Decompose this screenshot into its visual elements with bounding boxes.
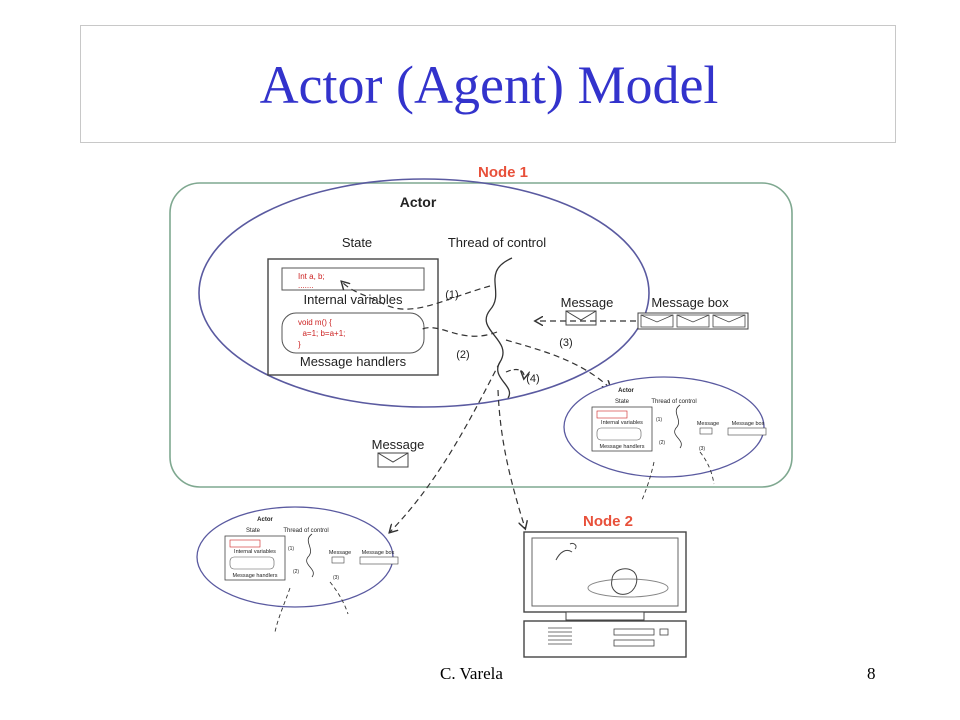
node2-label: Node 2: [583, 513, 633, 530]
mini-left-vars-label: Internal variables: [234, 549, 276, 555]
state-box: [267, 258, 439, 376]
state-label: State: [342, 235, 372, 250]
thread-of-control-label: Thread of control: [448, 235, 546, 250]
message-box-label: Message box: [651, 295, 729, 310]
mini-right-message-label: Message: [697, 421, 719, 427]
step3-arrow: [505, 339, 610, 388]
actor-ellipse: [198, 178, 650, 408]
title-frame: Actor (Agent) Model: [80, 25, 896, 143]
mini-left-state-label: State: [246, 528, 261, 534]
step4-create-arrow: [505, 368, 524, 378]
mini-right-vars-label: Internal variables: [601, 420, 643, 426]
step1-return-dash: [419, 327, 498, 337]
page-number: 8: [867, 664, 876, 683]
thread-squiggle: [485, 257, 513, 399]
to-node2-arrow: [497, 389, 525, 528]
handler-code-box: [281, 312, 425, 354]
handler-code-line3: }: [298, 340, 301, 349]
outgoing-envelope-icon: [377, 452, 409, 468]
mini-right-box-label: Message box: [732, 421, 765, 427]
slide-title: Actor (Agent) Model: [259, 55, 719, 115]
step2-arrow: [390, 361, 501, 532]
internal-variables-label: Internal variables: [304, 292, 403, 307]
mini-left-handlers-label: Message handlers: [233, 573, 278, 579]
node1-label: Node 1: [478, 164, 528, 181]
mini-right-handlers-label: Message handlers: [600, 444, 645, 450]
outgoing-message-label: Message: [372, 437, 425, 452]
mini-right-step3: (3): [699, 446, 705, 452]
incoming-message-label: Message: [561, 295, 614, 310]
mini-right-thread-label: Thread of control: [651, 399, 696, 405]
step4-label: (4): [526, 373, 539, 385]
message-box-queue: [637, 312, 749, 330]
mini-actor-right: Actor State Thread of control Internal v…: [563, 376, 767, 501]
step1-label: (1): [445, 289, 458, 301]
incoming-envelope-icon: [565, 310, 597, 326]
variables-code-line2: .......: [298, 281, 314, 290]
step3-label: (3): [559, 337, 572, 349]
message-handlers-label: Message handlers: [300, 354, 407, 369]
step1-arrow: [342, 282, 491, 310]
mini-actor-left: Actor State Thread of control Internal v…: [196, 506, 399, 633]
mini-left-thread-label: Thread of control: [283, 528, 328, 534]
node2-computer-icon: [523, 531, 687, 658]
mini-right-state-label: State: [615, 399, 630, 405]
handler-code-line1: void m() {: [298, 318, 332, 327]
mini-left-actor-label: Actor: [257, 517, 273, 523]
mini-right-step1: (1): [656, 417, 662, 423]
mini-left-message-label: Message: [329, 550, 351, 556]
step2-label: (2): [456, 349, 469, 361]
mini-right-actor-label: Actor: [618, 388, 634, 394]
mini-left-box-label: Message box: [362, 550, 395, 556]
mini-left-step1: (1): [288, 546, 294, 552]
variables-code-line1: Int a, b;: [298, 272, 325, 281]
handler-code-line2: a=1; b=a+1;: [298, 329, 345, 338]
mini-left-step3: (3): [333, 575, 339, 581]
mini-right-step2: (2): [659, 440, 665, 446]
actor-label: Actor: [400, 194, 437, 210]
mini-left-step2: (2): [293, 569, 299, 575]
footer-author: C. Varela: [440, 664, 503, 683]
